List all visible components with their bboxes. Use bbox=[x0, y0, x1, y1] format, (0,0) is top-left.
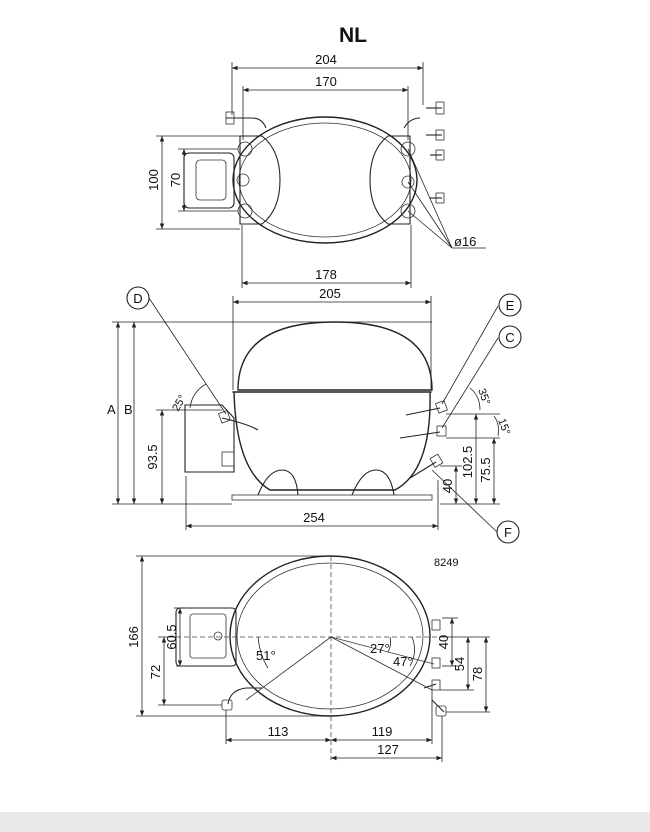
dim-78: 78 bbox=[470, 667, 485, 681]
drawing-title: NL bbox=[339, 24, 367, 47]
callout-e: E bbox=[506, 298, 515, 313]
height-label-a: A bbox=[107, 402, 116, 417]
bottom-view: 51° 27° 47° 166 72 60.5 113 119 127 bbox=[126, 555, 490, 762]
dim-113: 113 bbox=[268, 724, 289, 739]
dim-254: 254 bbox=[303, 510, 325, 525]
height-label-b: B bbox=[124, 402, 133, 417]
dim-40-bottom: 40 bbox=[436, 635, 451, 649]
angle-47: 47° bbox=[393, 654, 413, 669]
dim-205: 205 bbox=[319, 286, 341, 301]
angle-35: 35° bbox=[475, 387, 492, 407]
dim-70: 70 bbox=[168, 173, 183, 187]
top-view: 204 170 178 100 70 ø16 bbox=[146, 52, 486, 288]
callout-c: C bbox=[505, 330, 514, 345]
dim-119: 119 bbox=[372, 724, 393, 739]
angle-51: 51° bbox=[256, 648, 276, 663]
dim-93-5: 93.5 bbox=[145, 444, 160, 469]
dim-40: 40 bbox=[440, 479, 455, 493]
dim-170: 170 bbox=[315, 74, 337, 89]
angle-27: 27° bbox=[370, 641, 390, 656]
angle-25: 25° bbox=[170, 393, 189, 413]
dim-204: 204 bbox=[315, 52, 337, 67]
callout-d: D bbox=[133, 291, 142, 306]
dim-166: 166 bbox=[126, 626, 141, 648]
dim-72: 72 bbox=[148, 665, 163, 679]
dim-75-5: 75.5 bbox=[478, 457, 493, 482]
callout-f: F bbox=[504, 525, 512, 540]
figure-id: 8249 bbox=[434, 557, 458, 569]
angle-15: 15° bbox=[495, 417, 512, 437]
dim-127: 127 bbox=[377, 742, 399, 757]
side-view: 205 254 A B 93.5 102.5 75.5 40 25° 35° bbox=[107, 286, 522, 544]
dim-tube-diameter: ø16 bbox=[454, 234, 476, 249]
dim-102-5: 102.5 bbox=[460, 446, 475, 479]
dim-60-5: 60.5 bbox=[164, 624, 179, 649]
dim-100: 100 bbox=[146, 169, 161, 191]
dim-54: 54 bbox=[452, 657, 467, 671]
footer-bar bbox=[0, 812, 650, 832]
dim-178: 178 bbox=[315, 267, 337, 282]
